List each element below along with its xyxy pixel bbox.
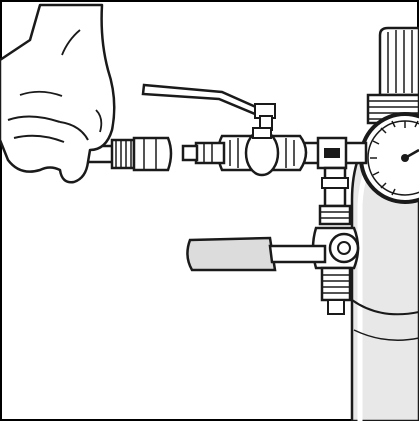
hand-icon (0, 3, 116, 184)
ball-valve-icon (216, 127, 308, 177)
tee-fitting-icon (298, 136, 368, 208)
plug-nipple-icon (181, 141, 226, 165)
drain-handle-icon (186, 236, 327, 272)
lever-handle-icon (141, 83, 276, 131)
